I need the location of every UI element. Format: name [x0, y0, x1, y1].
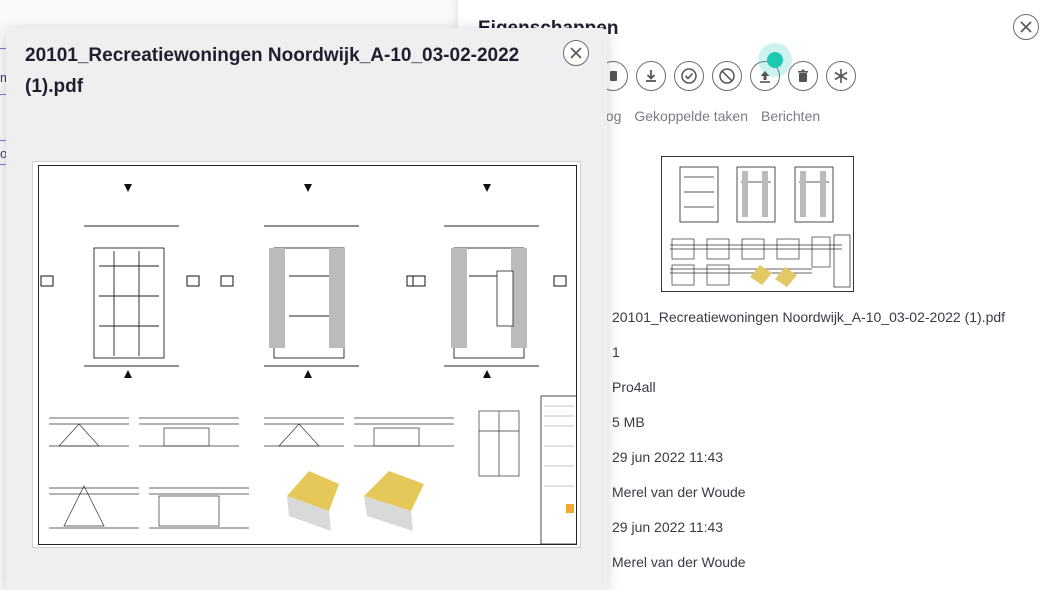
bg-divider	[0, 164, 8, 165]
panel-close-button[interactable]	[1013, 14, 1039, 40]
bg-divider	[0, 94, 8, 95]
tour-hotspot[interactable]	[758, 43, 792, 77]
prop-file-size: 5 MB	[612, 414, 645, 430]
document-preview[interactable]	[32, 161, 581, 548]
reject-icon	[719, 68, 735, 84]
upload-icon	[760, 71, 770, 83]
freeze-button[interactable]	[826, 61, 856, 91]
tab-linked-tasks[interactable]: Gekoppelde taken	[634, 108, 748, 124]
drawing-sheet	[38, 165, 578, 545]
approve-button[interactable]	[674, 61, 704, 91]
trash-icon	[798, 69, 808, 82]
panel-tabs: Log Gekoppelde taken Berichten	[598, 108, 820, 124]
preview-modal: 20101_Recreatiewoningen Noordwijk_A-10_0…	[6, 28, 607, 590]
close-icon	[1020, 21, 1032, 33]
drawing-thumbnail-image	[670, 166, 851, 288]
prop-modified-by: Merel van der Woude	[612, 554, 746, 570]
close-icon	[570, 47, 582, 59]
download-icon	[646, 70, 656, 82]
download-button[interactable]	[636, 61, 666, 91]
document-thumbnail[interactable]	[661, 156, 854, 292]
prop-created-by: Merel van der Woude	[612, 484, 746, 500]
bg-text-fragment: m	[0, 70, 11, 85]
reject-button[interactable]	[712, 61, 742, 91]
modal-close-button[interactable]	[563, 40, 589, 66]
bg-text-fragment: o	[0, 146, 8, 161]
property-list: 20101_Recreatiewoningen Noordwijk_A-10_0…	[612, 309, 1005, 589]
prop-modified-date: 29 jun 2022 11:43	[612, 519, 724, 535]
prop-version: 1	[612, 344, 620, 360]
modal-title: 20101_Recreatiewoningen Noordwijk_A-10_0…	[25, 45, 520, 97]
hotspot-dot	[767, 52, 783, 68]
approve-icon	[681, 68, 697, 84]
copy-icon	[610, 71, 617, 81]
action-toolbar	[598, 61, 856, 91]
prop-created-date: 29 jun 2022 11:43	[612, 449, 724, 465]
prop-organization: Pro4all	[612, 379, 656, 395]
freeze-icon	[834, 69, 848, 83]
delete-button[interactable]	[788, 61, 818, 91]
prop-file-name: 20101_Recreatiewoningen Noordwijk_A-10_0…	[612, 309, 1006, 325]
tab-messages[interactable]: Berichten	[761, 108, 821, 124]
bg-divider	[0, 140, 8, 141]
bg-divider	[0, 48, 8, 49]
architectural-drawing-image	[40, 184, 578, 545]
